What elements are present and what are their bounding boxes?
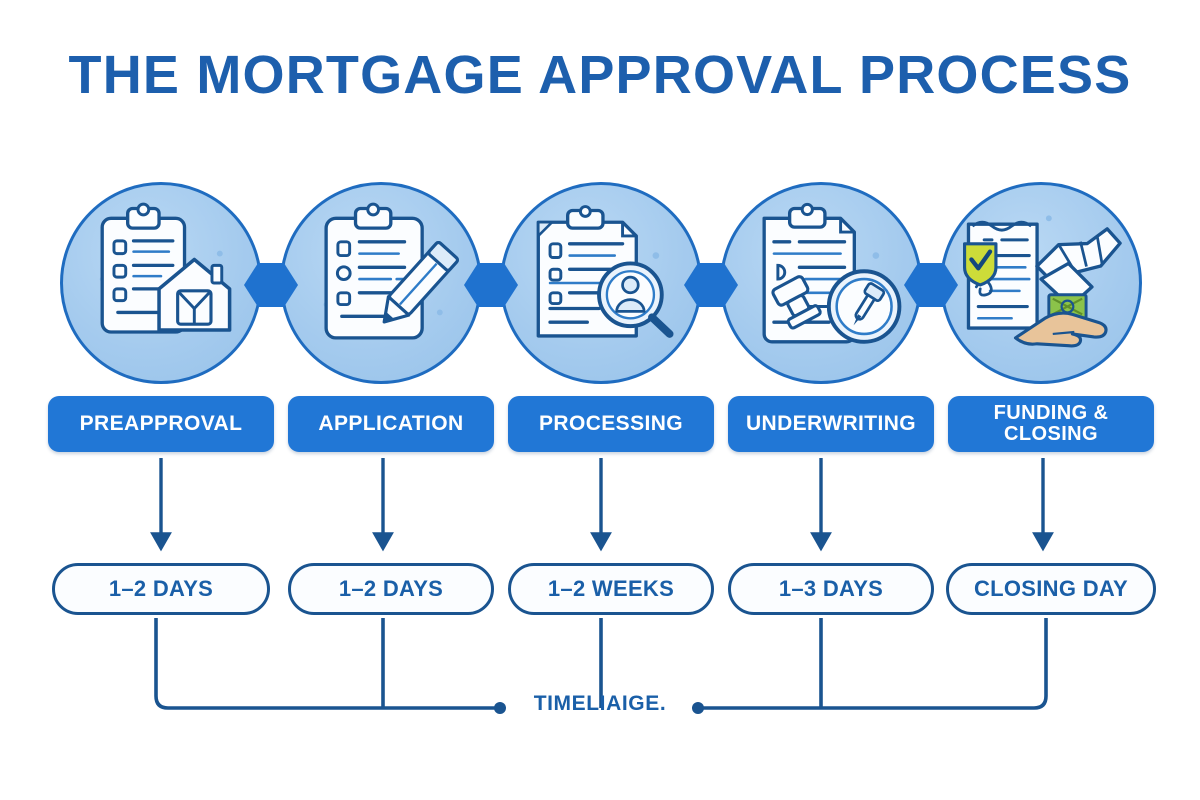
handshake-money-document-icon — [943, 185, 1139, 381]
page-title: THE MORTGAGE APPROVAL PROCESS — [68, 45, 1132, 105]
step-circle-preapproval[interactable] — [60, 182, 262, 384]
step-circle-funding-closing[interactable] — [940, 182, 1142, 384]
step-circle-processing[interactable] — [500, 182, 702, 384]
step-labels-row: PREAPPROVAL APPLICATION PROCESSING UNDER… — [48, 396, 1154, 452]
clipboard-pencil-icon — [283, 185, 479, 381]
label-badge-line-2: CLOSING — [1004, 423, 1098, 445]
step-icons-row — [48, 182, 1152, 392]
document-magnifier-person-icon — [503, 185, 699, 381]
duration-pill-processing[interactable]: 1–2 WEEKS — [508, 563, 714, 615]
duration-pill-funding-closing[interactable]: CLOSING DAY — [946, 563, 1156, 615]
label-badge-line-1: FUNDING & — [993, 401, 1109, 424]
duration-pill-preapproval[interactable]: 1–2 DAYS — [52, 563, 270, 615]
label-badge-processing[interactable]: PROCESSING — [508, 396, 714, 452]
clipboard-stamp-icon — [723, 185, 919, 381]
label-badge-preapproval[interactable]: PREAPPROVAL — [48, 396, 274, 452]
duration-pill-underwriting[interactable]: 1–3 DAYS — [728, 563, 934, 615]
duration-pill-application[interactable]: 1–2 DAYS — [288, 563, 494, 615]
label-badge-underwriting[interactable]: UNDERWRITING — [728, 396, 934, 452]
duration-pills-row: 1–2 DAYS 1–2 DAYS 1–2 WEEKS 1–3 DAYS CLO… — [48, 563, 1156, 615]
brand-logo-text: TIMELIAIGE. — [533, 692, 667, 715]
label-badge-funding-closing[interactable]: FUNDING & CLOSING — [948, 396, 1154, 452]
step-circle-underwriting[interactable] — [720, 182, 922, 384]
label-badge-application[interactable]: APPLICATION — [288, 396, 494, 452]
clipboard-house-icon — [63, 185, 259, 381]
step-circle-application[interactable] — [280, 182, 482, 384]
